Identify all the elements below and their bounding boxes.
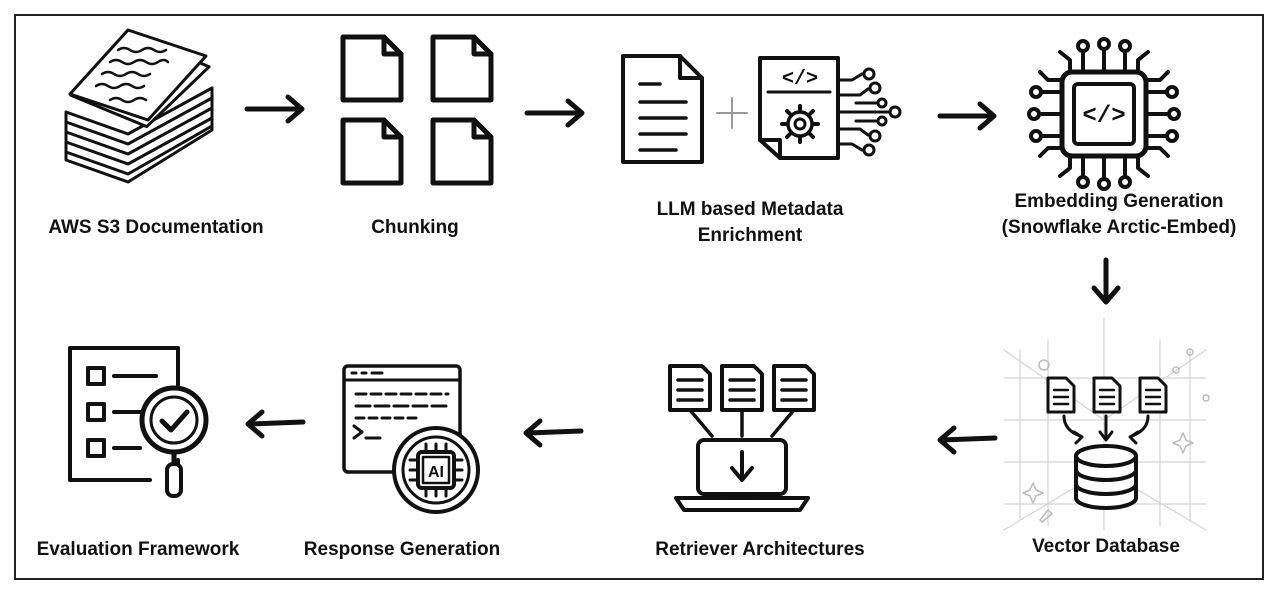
step-label-llm-line1: LLM based Metadata — [656, 199, 844, 220]
arrow-left-icon — [937, 425, 998, 455]
step-label-llm-line2: Enrichment — [697, 225, 803, 246]
checklist-magnifier-icon — [68, 346, 209, 498]
chip-code-text: </> — [1082, 103, 1125, 130]
step-label-aws-s3: AWS S3 Documentation — [48, 217, 264, 238]
arrow-left-icon — [245, 409, 306, 439]
vector-database-icon — [1003, 317, 1210, 531]
step-label-response: Response Generation — [303, 539, 501, 560]
step-label-llm-metadata: LLM based Metadata Enrichment — [630, 197, 870, 249]
document-plus-code-icon — [621, 54, 902, 164]
diagram-frame — [14, 14, 1264, 580]
arrow-right-icon — [524, 98, 585, 128]
arrow-left-icon — [523, 418, 584, 448]
step-label-embedding: Embedding Generation (Snowflake Arctic-E… — [984, 189, 1254, 241]
step-label-embedding-line1: Embedding Generation — [1014, 191, 1224, 212]
document-chunks-icon — [340, 34, 494, 186]
step-label-retriever: Retriever Architectures — [655, 539, 865, 560]
arrow-right-icon — [244, 94, 305, 124]
laptop-retrieval-icon — [668, 364, 816, 512]
step-label-chunking: Chunking — [371, 217, 459, 238]
arrow-right-icon — [937, 101, 997, 131]
step-label-vector-database: Vector Database — [1032, 536, 1180, 557]
chip-code-icon — [1027, 37, 1181, 191]
arrow-down-icon — [1091, 257, 1121, 305]
code-tag-text: </> — [782, 68, 818, 91]
step-label-embedding-line2: (Snowflake Arctic-Embed) — [1001, 217, 1237, 238]
step-label-evaluation: Evaluation Framework — [36, 539, 240, 560]
ai-chip-text: AI — [428, 464, 444, 481]
paper-stack-icon — [64, 28, 214, 184]
ai-terminal-icon — [342, 364, 480, 514]
